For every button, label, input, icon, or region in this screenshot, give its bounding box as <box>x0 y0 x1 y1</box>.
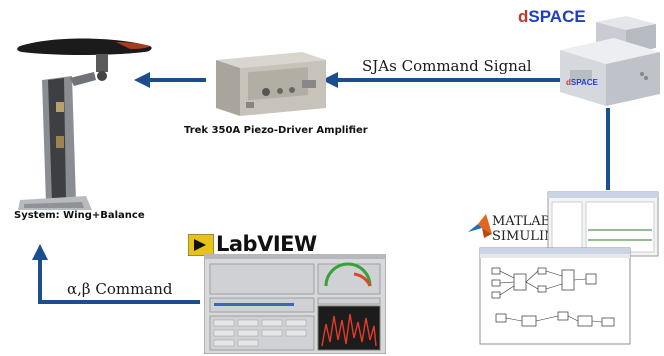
labview-logo-icon <box>188 234 214 256</box>
dspace-badge-rest: SPACE <box>570 78 598 87</box>
labview-front-panel <box>204 254 386 354</box>
wing-balance-image <box>17 38 152 210</box>
alpha-beta-command-label: α,β Command <box>67 280 173 298</box>
command-signal-label: SJAs Command Signal <box>362 57 532 75</box>
dspace-device-badge: dSPACE <box>566 78 598 87</box>
amplifier-image <box>216 52 326 116</box>
simulink-screenshot <box>479 191 659 345</box>
simulink-label: SIMULINK <box>492 229 566 244</box>
dspace-brand-d: d <box>518 7 529 26</box>
labview-label: LabVIEW <box>216 232 317 256</box>
matlab-label: MATLAB <box>492 214 551 229</box>
dspace-hardware-image <box>560 16 660 106</box>
dspace-brand-rest: SPACE <box>528 7 586 26</box>
matlab-simulink-label: MATLAB SIMULINK <box>492 214 565 244</box>
dspace-brand-logo: dSPACE <box>518 7 586 27</box>
matlab-logo-icon <box>468 214 492 238</box>
system-label: System: Wing+Balance <box>14 210 145 221</box>
dspace-badge-d: d <box>566 78 571 87</box>
arrow-labview-to-system <box>38 260 200 304</box>
amplifier-label: Trek 350A Piezo-Driver Amplifier <box>184 125 368 136</box>
